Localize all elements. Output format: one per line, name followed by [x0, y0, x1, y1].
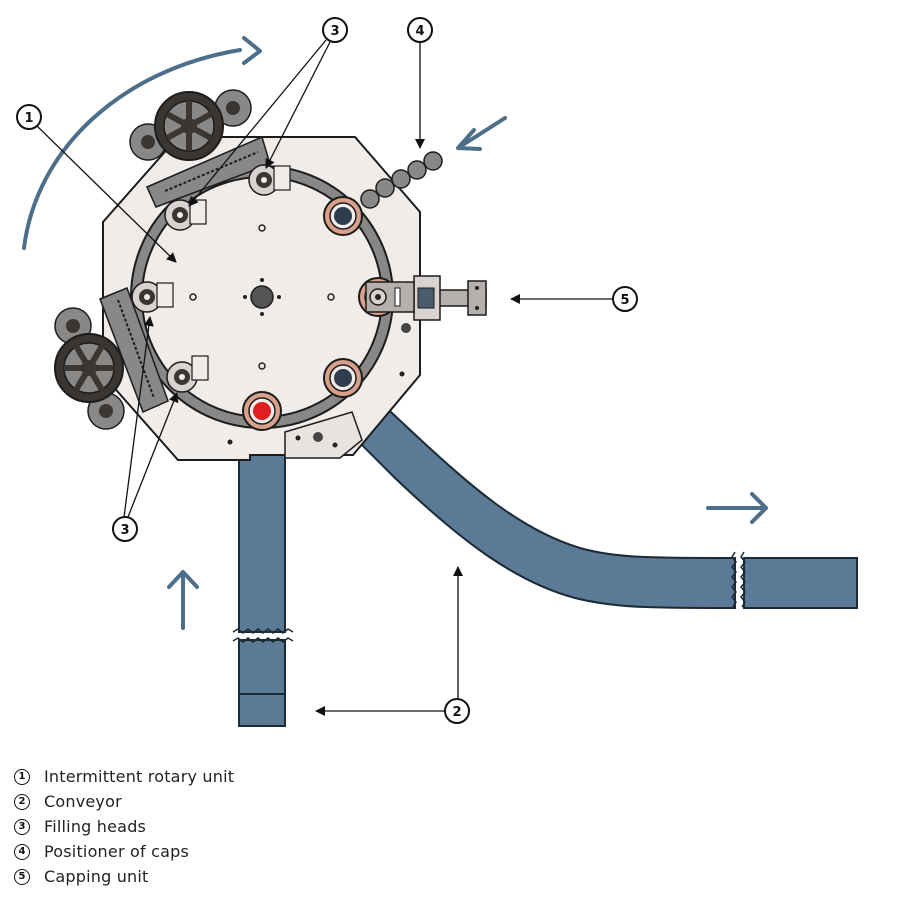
frame-bracket [284, 411, 363, 459]
conveyor-break-mark [232, 628, 294, 634]
legend-item: 5 Capping unit [14, 864, 234, 889]
legend-item: 4 Positioner of caps [14, 839, 234, 864]
legend-item: 1 Intermittent rotary unit [14, 764, 234, 789]
callout-5: 5 [612, 286, 638, 312]
conveyor-break-mark [232, 637, 294, 643]
legend-number: 3 [14, 818, 30, 835]
handwheel [154, 91, 224, 161]
discharge-conveyor-end [743, 557, 858, 609]
legend-number: 5 [14, 868, 30, 885]
filling-head-assembly-top [129, 89, 291, 231]
bolt [332, 442, 338, 448]
conveyor-break-mark [731, 551, 737, 608]
table-bolt [327, 293, 335, 301]
rotation-arrowhead-icon [242, 36, 262, 65]
legend-label: Filling heads [44, 817, 147, 836]
hub-bolt [277, 295, 281, 299]
callout-3-bottom: 3 [112, 516, 138, 542]
table-bolt [258, 362, 266, 370]
cap [375, 178, 395, 198]
legend-label: Positioner of caps [44, 842, 190, 861]
filling-head [164, 199, 207, 231]
legend: 1 Intermittent rotary unit 2 Conveyor 3 … [14, 764, 234, 889]
cap [391, 169, 411, 189]
svg-text:5: 5 [620, 293, 629, 308]
outfeed-arrow-icon [706, 492, 768, 524]
container-pocket-filled [242, 391, 282, 431]
capping-head-core [417, 287, 435, 309]
leader-lines [36, 39, 612, 716]
hub-bolt [260, 312, 264, 316]
cap [407, 160, 427, 180]
infeed-conveyor-lower [238, 639, 286, 727]
container-pocket [323, 196, 363, 236]
filling-head [131, 281, 174, 313]
svg-text:2: 2 [452, 705, 461, 720]
legend-label: Intermittent rotary unit [44, 767, 235, 786]
legend-number: 2 [14, 793, 30, 810]
filling-head [248, 164, 291, 196]
hub-bolt [243, 295, 247, 299]
legend-item: 3 Filling heads [14, 814, 234, 839]
rotation-arrow-icon [22, 48, 242, 250]
capping-unit [365, 275, 487, 321]
bolt [313, 432, 323, 442]
bolt [227, 439, 233, 445]
legend-label: Conveyor [44, 792, 122, 811]
rotary-hub [250, 285, 274, 309]
svg-text:4: 4 [415, 24, 424, 39]
table-bolt [258, 224, 266, 232]
legend-label: Capping unit [44, 867, 149, 886]
caps-infeed-arrow-icon [456, 116, 507, 151]
container-pocket [323, 358, 363, 398]
svg-text:3: 3 [120, 523, 129, 538]
table-bolt [189, 293, 197, 301]
conveyor-break-mark [740, 551, 746, 608]
filling-head-assembly-bottom [54, 281, 209, 430]
svg-text:3: 3 [330, 24, 339, 39]
callout-1: 1 [16, 104, 42, 130]
flow-arrows [22, 36, 768, 630]
bolt [399, 371, 405, 377]
callout-3-top: 3 [322, 17, 348, 43]
cap [423, 151, 443, 171]
hub-bolt [260, 278, 264, 282]
legend-item: 2 Conveyor [14, 789, 234, 814]
callout-2: 2 [444, 698, 470, 724]
capping-bracket [467, 280, 487, 316]
legend-number: 4 [14, 843, 30, 860]
handwheel [54, 333, 124, 403]
mounting-plate [99, 287, 169, 414]
filling-head [166, 355, 209, 393]
cap [360, 189, 380, 209]
svg-text:1: 1 [24, 111, 33, 126]
callout-4: 4 [407, 17, 433, 43]
infeed-arrow-icon [167, 570, 199, 630]
cap-positioner [360, 151, 443, 209]
bolt [295, 435, 301, 441]
legend-number: 1 [14, 768, 30, 785]
bolt [401, 323, 411, 333]
